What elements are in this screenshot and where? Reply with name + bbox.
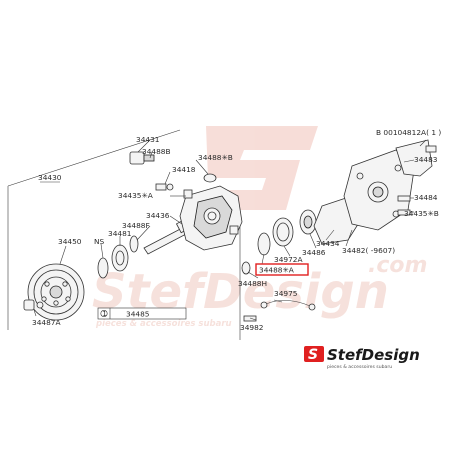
fitting-34418 [155,183,174,191]
watermark-tagline: pieces & accessoires subaru [95,319,232,329]
label-34483: 34483 [414,155,438,164]
logo-mark: S [308,347,318,363]
watermark-logo-mark [200,126,318,210]
rotor-34486 [299,209,317,235]
label-34975: 34975 [274,289,298,298]
snap-ring-ns [97,257,109,279]
watermark-domain: .com [368,253,427,278]
bolt-34484 [397,195,411,202]
label-34485: 34485 [126,310,150,319]
valve-34431 [129,151,155,165]
label-34431: 34431 [136,135,160,144]
logo-tagline: pieces & accessoires subaru [327,364,392,370]
logo-brand: StefDesign [327,346,420,364]
label-34487A: 34487A [32,318,61,327]
label-34436: 34436 [146,211,170,220]
label-34435B: 34435✳B [404,209,439,218]
label-34435A: 34435✳A [118,191,153,200]
label-34488A: 34488✳A [259,266,294,275]
label-34485-mark: 1 [103,310,107,318]
label-34488B-star: 34488✳B [198,153,233,162]
brand-logo: S StefDesign pieces & accessoires subaru [304,346,420,370]
label-34434: 34434 [316,239,340,248]
bolt-34435B [397,209,411,216]
boxed-label-34485: 1 34485 [97,307,187,320]
label-bolt-ref: B 00104812A( 1 ) [376,128,441,137]
label-34450: 34450 [58,237,82,246]
label-34488H: 34488H [238,279,267,288]
label-34418: 34418 [172,165,196,174]
label-34972A: 34972A [274,255,303,264]
pulley-34450 [27,263,85,321]
label-34982: 34982 [240,323,264,332]
label-ns: NS [94,237,105,246]
oring-34488A [257,232,271,256]
bracket-34483 [395,139,437,177]
logo-badge [304,346,324,362]
label-34488B: 34488B [142,147,171,156]
bearing-34481 [111,244,129,272]
label-34430: 34430 [38,173,62,182]
ring-34972A [272,217,294,247]
label-34481: 34481 [108,229,132,238]
assembly-frame [7,129,241,340]
label-34482: 34482( -9607) [342,246,395,255]
nut-34487A [23,299,44,311]
highlighted-label-34488A: 34488✳A [255,263,309,276]
oring-34488B-top [203,173,217,183]
hose-34975 [260,300,316,311]
washer-34488H [241,261,251,275]
bolt-34982 [243,315,257,322]
pump-body [179,185,243,251]
seal-34488F [129,235,139,253]
leader-lines [33,139,427,321]
label-34488F: 34488F [122,221,150,230]
label-34486: 34486 [302,248,326,257]
part-labels: 34430 34431 34488B 34418 34488✳B 34435✳A… [32,128,441,332]
label-34484: 34484 [414,193,438,202]
